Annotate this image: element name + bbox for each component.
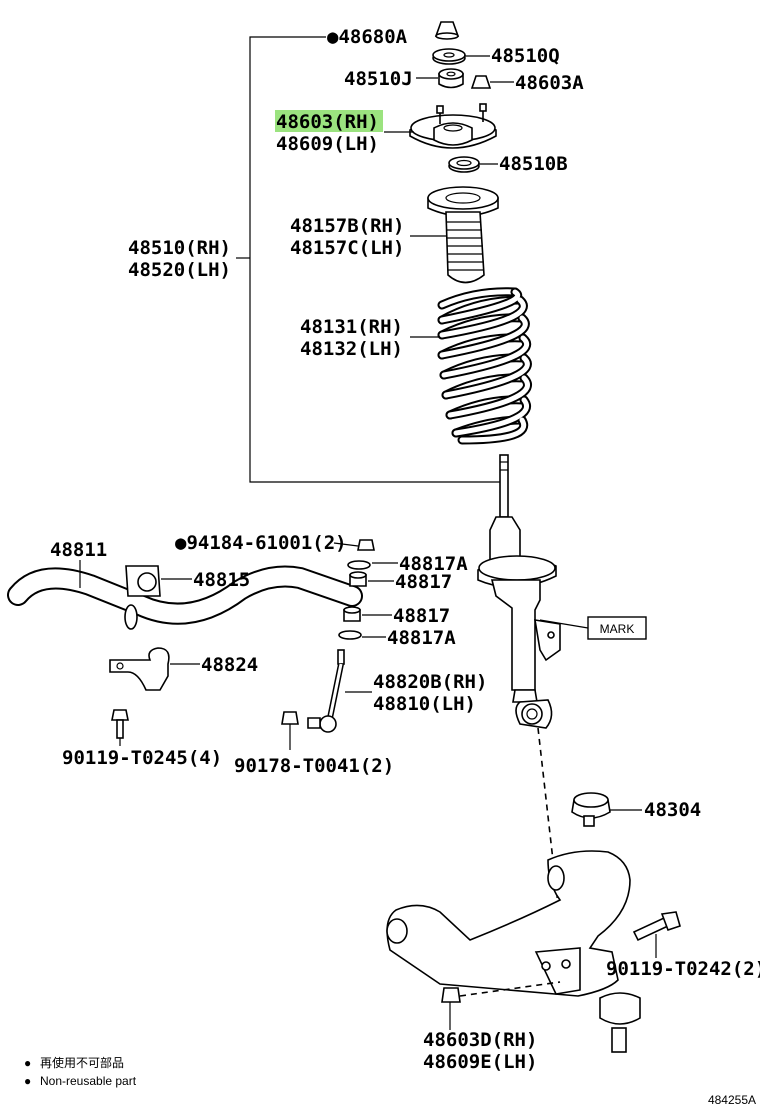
label-48304: 48304 [644,799,701,821]
washer-48510q [432,48,466,65]
label-48603a: 48603A [515,72,584,94]
label-48131: 48131(RH) [300,316,403,338]
label-48817a-top: 48817A [399,553,468,575]
label-48817-bottom: 48817 [393,605,450,627]
label-90119-t0245: 90119-T0245(4) [62,747,222,769]
label-48609-lh: 48609(LH) [276,133,379,155]
bushing-48815 [125,565,161,597]
mark-callout: MARK [539,616,647,640]
bracket-48824 [109,647,170,691]
retainer-48817a-bottom [338,630,362,640]
part-labels: ●48680A 48510Q 48510J 48603A 48603(RH) 4… [50,26,760,1073]
ball-joint [599,992,641,1053]
nut-48603a [470,75,492,89]
label-48510j: 48510J [344,68,413,90]
cushion-48817-top [349,571,367,587]
highlight-48603 [275,110,383,132]
label-48603-rh: 48603(RH) [276,111,379,133]
retainer-48817a-top [347,560,371,570]
stabilizer-bar-48811 [7,565,363,630]
label-48609e: 48609E(LH) [423,1051,537,1073]
label-48820b: 48820B(RH) [373,671,487,693]
label-48810: 48810(LH) [373,693,476,715]
bumper-48304 [571,792,611,827]
label-48603d: 48603D(RH) [423,1029,537,1051]
label-48510b: 48510B [499,153,568,175]
link-48820b [307,649,345,733]
legend-note-jp: 再使用不可部品 [40,1055,124,1070]
bearing-48510b [448,156,480,173]
cushion-48817-bottom [343,606,361,622]
support-48603 [409,103,497,149]
legend-note-en: Non-reusable part [40,1074,137,1088]
label-90119-t0242: 90119-T0242(2) [606,958,760,980]
legend: ● 再使用不可部品 ● Non-reusable part [24,1055,137,1088]
label-94184: ●94184-61001(2) [175,532,347,554]
leader-lines [79,55,657,1030]
strut-assembly-bracket [236,36,500,483]
label-48824: 48824 [201,654,258,676]
legend-symbol-en: ● [24,1074,31,1088]
label-48510-rh: 48510(RH) [128,237,231,259]
cushion-48510j [438,68,464,89]
label-48157c: 48157C(LH) [290,237,404,259]
label-48680a: ●48680A [327,26,408,48]
label-48817a-bottom: 48817A [387,627,456,649]
figure-code: 484255A [708,1093,756,1107]
lower-arm [386,850,631,997]
mark-label: MARK [600,622,635,636]
label-48811: 48811 [50,539,107,561]
legend-symbol-jp: ● [24,1056,31,1070]
label-48815: 48815 [193,569,250,591]
shock-absorber [477,454,561,729]
nut-48603d [441,987,461,1003]
nut-90178 [281,711,299,725]
bolt-90119-t0245 [111,709,129,739]
label-48520-lh: 48520(LH) [128,259,231,281]
label-48132: 48132(LH) [300,338,403,360]
label-48510q: 48510Q [491,45,560,67]
label-48817-top: 48817 [395,571,452,593]
bolt-90119-t0242 [632,911,681,942]
nut-94184 [357,539,375,551]
label-48157b: 48157B(RH) [290,215,404,237]
nut-48680a [434,21,460,40]
label-90178: 90178-T0041(2) [234,755,394,777]
boot-48157 [427,186,499,284]
